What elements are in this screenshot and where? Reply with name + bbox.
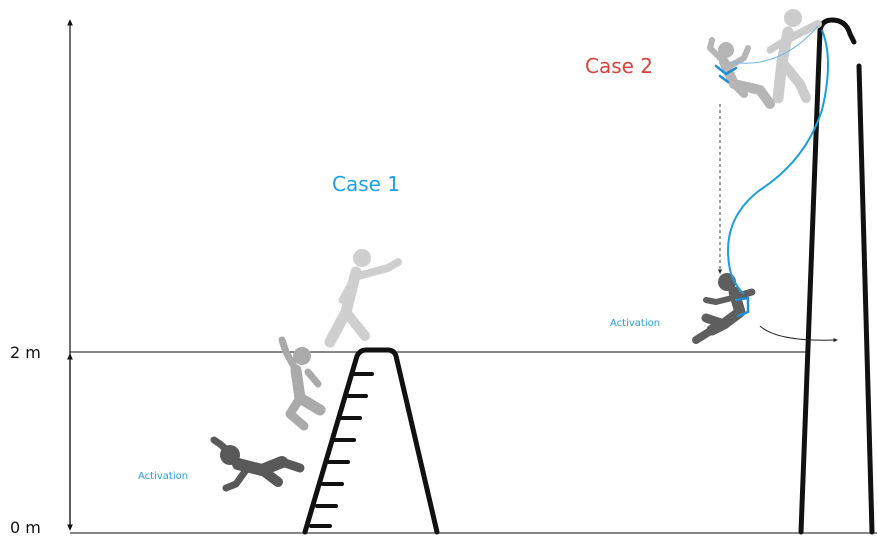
case-2-activation-label: Activation bbox=[610, 319, 660, 329]
axis-label-0m: 0 m bbox=[10, 520, 41, 536]
ladder bbox=[305, 350, 437, 532]
case-1-title: Case 1 bbox=[332, 174, 400, 194]
pole bbox=[801, 20, 872, 532]
axis-label-2m: 2 m bbox=[10, 345, 41, 361]
case-1-activation-label: Activation bbox=[138, 472, 188, 482]
fallen-worker-icon bbox=[214, 440, 300, 488]
standing-worker-icon bbox=[330, 249, 398, 342]
worker-on-pole-icon bbox=[770, 9, 818, 98]
falling-worker-icon bbox=[282, 340, 320, 426]
case-2-title: Case 2 bbox=[585, 56, 653, 76]
swing-arrow bbox=[760, 326, 836, 340]
arrested-worker-icon bbox=[696, 273, 752, 340]
